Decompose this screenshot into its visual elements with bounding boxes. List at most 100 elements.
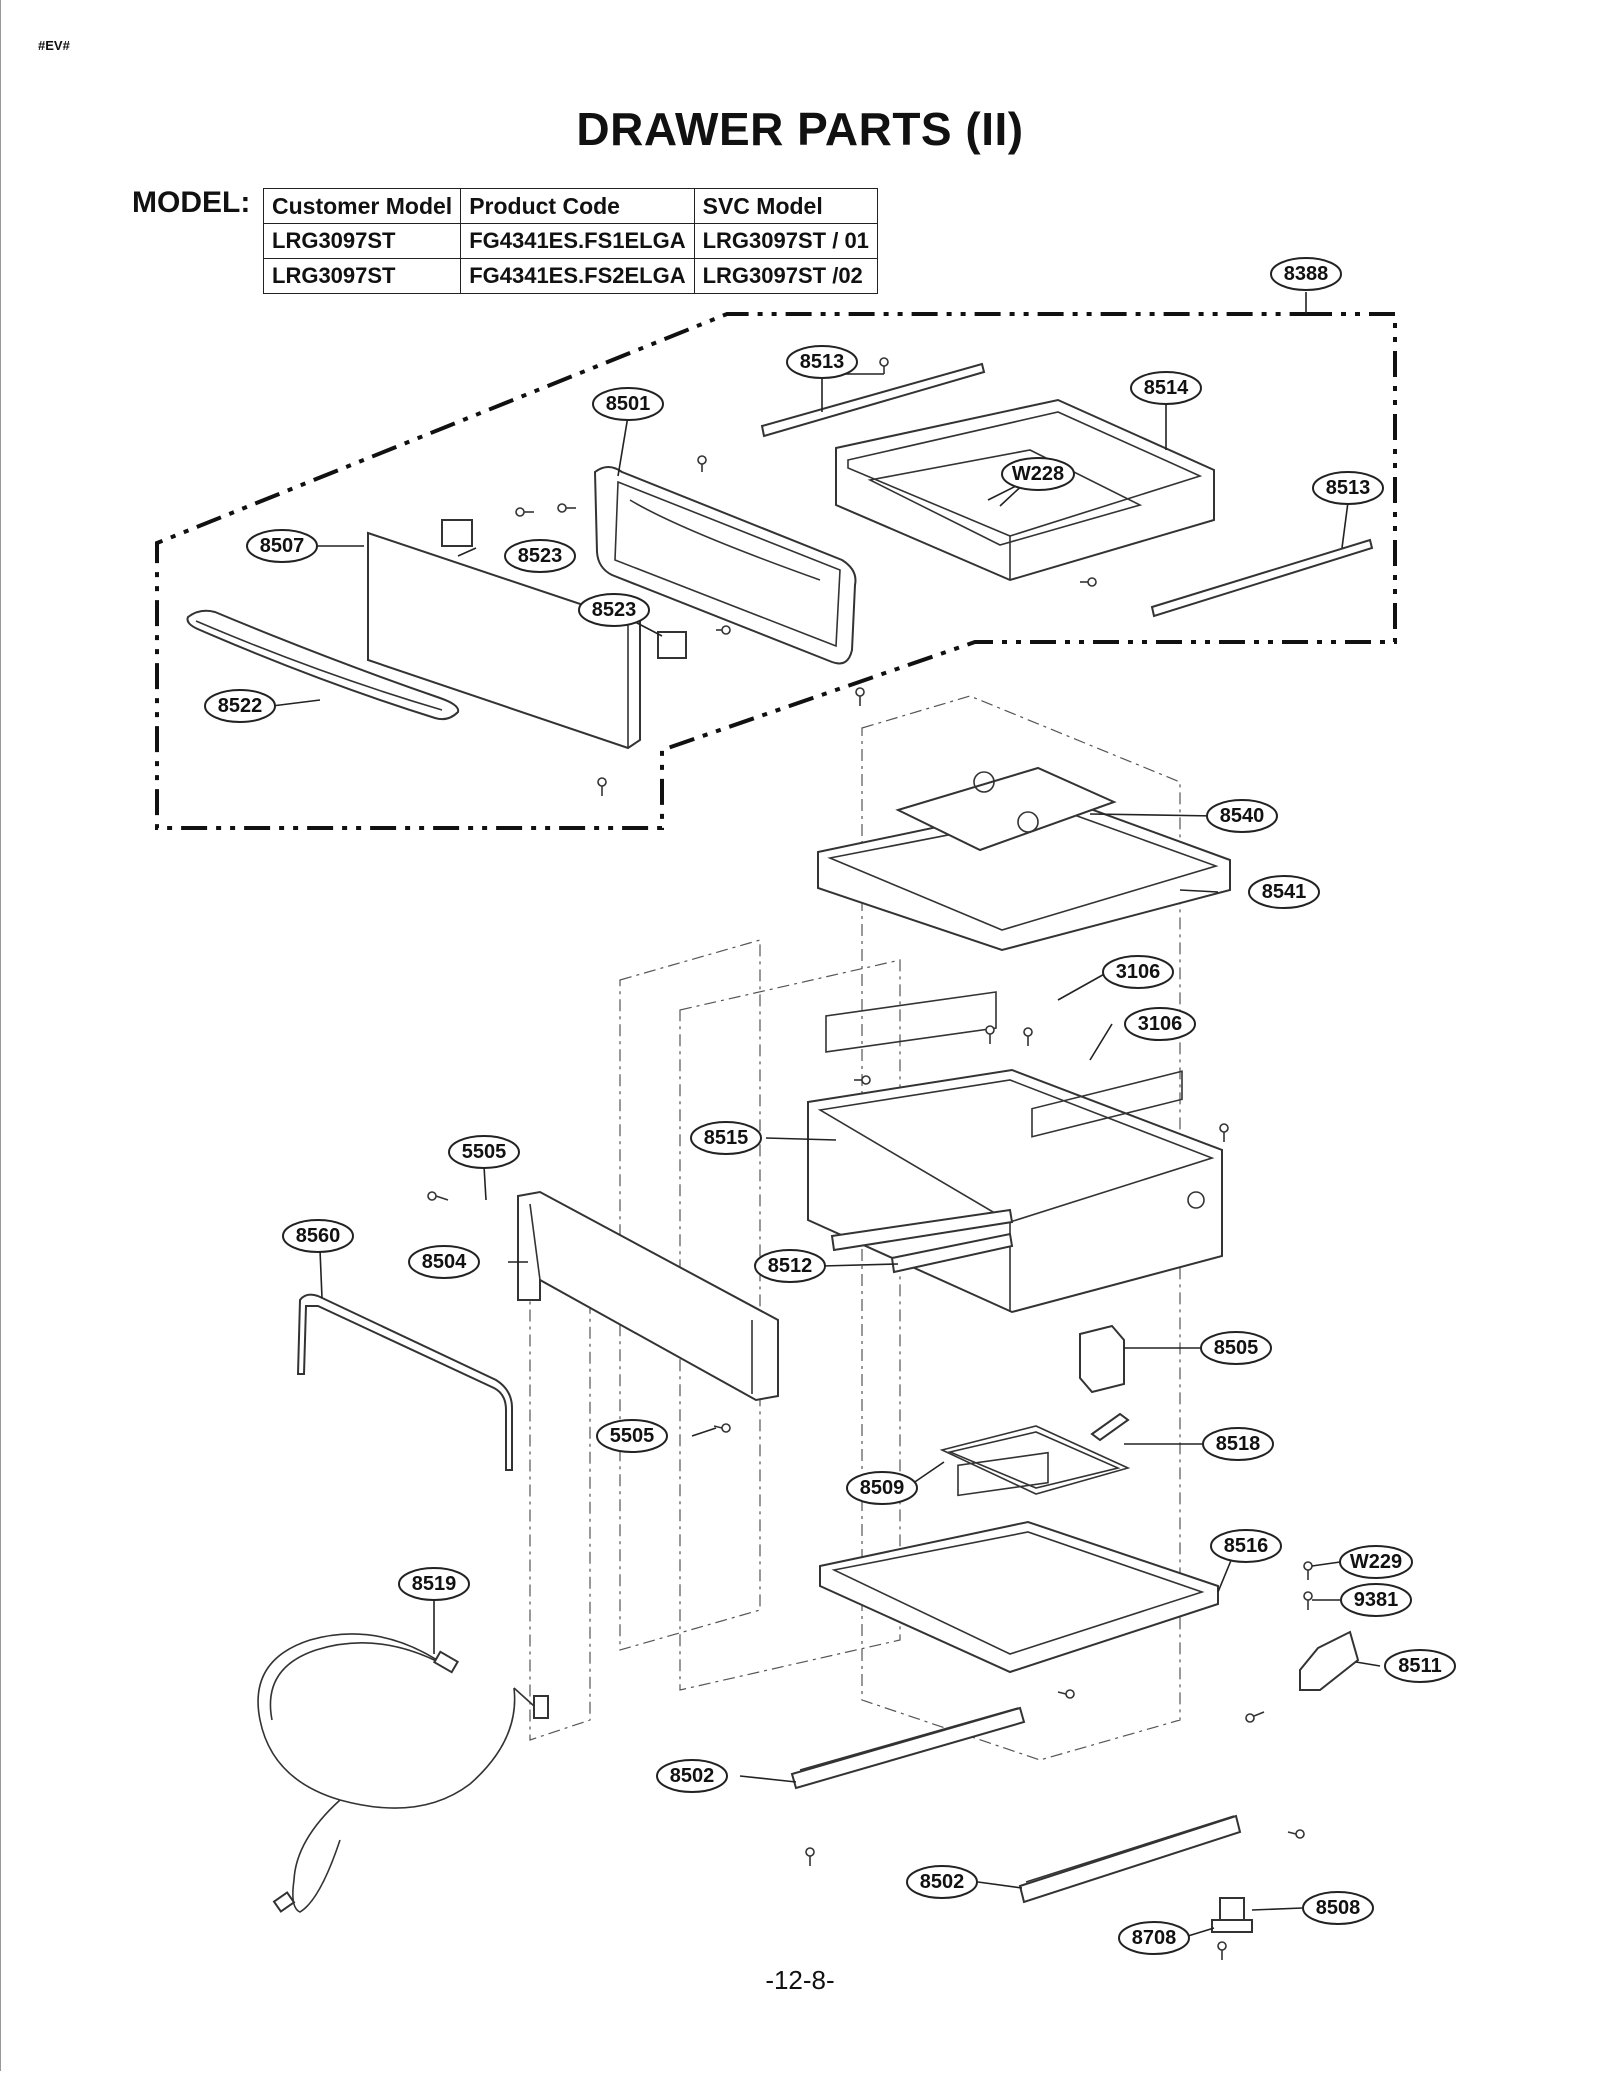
callout-label: 8540 [1220, 805, 1265, 827]
header-svc-model: SVC Model [693, 188, 878, 224]
page-title: DRAWER PARTS (II) [576, 103, 1024, 155]
screw-icon [1219, 1123, 1229, 1142]
callout-8541: 8541 [1248, 875, 1320, 909]
leveling-leg-part [1211, 1897, 1253, 1933]
callout-8540: 8540 [1206, 799, 1278, 833]
callout-label: 9381 [1354, 1589, 1399, 1611]
callout-label: 8502 [920, 1871, 965, 1893]
screw-icon [1023, 1027, 1033, 1046]
screw-icon [515, 507, 534, 517]
callout-8509: 8509 [846, 1471, 918, 1505]
model-table-row: LRG3097ST FG4341ES.FS2ELGA LRG3097ST /02 [262, 258, 878, 294]
screw-icon [805, 1847, 815, 1866]
screw-icon [1303, 1591, 1313, 1610]
model-table: Customer Model Product Code SVC Model LR… [262, 188, 878, 294]
callout-8560: 8560 [282, 1219, 354, 1253]
callout-9381: 9381 [1340, 1583, 1412, 1617]
callout-label: 5505 [462, 1141, 507, 1163]
housing-outline-part [861, 695, 1181, 1761]
callout-label: 8511 [1398, 1655, 1441, 1677]
page-number: -12-8- [765, 1965, 835, 1995]
callout-8515: 8515 [690, 1121, 762, 1155]
callout-label: 8514 [1144, 377, 1189, 399]
switch-part [1079, 1324, 1125, 1394]
callout-label: 8560 [296, 1225, 341, 1247]
callout-label: 8502 [670, 1765, 715, 1787]
callout-8511: 8511 [1384, 1649, 1456, 1683]
drawer-liner-part [593, 466, 857, 665]
callout-label: 3106 [1138, 1013, 1183, 1035]
callout-W228: W228 [1001, 457, 1075, 491]
callout-label: 5505 [610, 1425, 655, 1447]
callout-8519: 8519 [398, 1567, 470, 1601]
drawer-front-panel-part [367, 531, 641, 750]
drawer-housing-part [807, 991, 1223, 1314]
callout-8505: 8505 [1200, 1331, 1272, 1365]
callout-8507: 8507 [246, 529, 318, 563]
callout-5505: 5505 [448, 1135, 520, 1169]
slide-rail-left-part [790, 1706, 1026, 1790]
screw-icon [1217, 1941, 1227, 1960]
callout-label: 8708 [1132, 1927, 1177, 1949]
screw-icon [854, 1075, 871, 1085]
drawer-bracket-part [441, 519, 473, 547]
callout-W229: W229 [1339, 1545, 1413, 1579]
screw-icon [557, 503, 576, 513]
callout-8504: 8504 [408, 1245, 480, 1279]
screw-icon [1303, 1561, 1313, 1580]
callout-label: 3106 [1116, 961, 1161, 983]
housing-outline-part [679, 959, 901, 1691]
document-tag: #EV# [38, 38, 70, 53]
base-panel-part [819, 1451, 1219, 1674]
callout-8516: 8516 [1210, 1529, 1282, 1563]
callout-3106: 3106 [1124, 1007, 1196, 1041]
front-frame-part [517, 1190, 779, 1402]
header-product-code: Product Code [460, 188, 695, 224]
callout-8708: 8708 [1118, 1921, 1190, 1955]
callout-8512: 8512 [754, 1249, 826, 1283]
drawer-rail-right-part [1150, 538, 1374, 618]
screw-icon [1080, 577, 1097, 587]
cell-product-code: FG4341ES.FS1ELGA [460, 223, 695, 259]
callout-8388: 8388 [1270, 257, 1342, 291]
callout-8518: 8518 [1202, 1427, 1274, 1461]
callout-8522: 8522 [204, 689, 276, 723]
screw-icon [713, 1423, 731, 1433]
cell-svc-model: LRG3097ST / 01 [693, 223, 878, 259]
callout-label: W229 [1350, 1551, 1402, 1573]
drawer-rail-bracket-part [830, 1208, 1014, 1274]
leader-lines [271, 292, 1381, 1937]
model-label: MODEL: [132, 186, 251, 219]
cell-product-code: FG4341ES.FS2ELGA [460, 258, 695, 294]
callout-label: 8518 [1216, 1433, 1261, 1455]
wire-harness-part [257, 1633, 549, 1913]
callout-label: 8519 [412, 1573, 457, 1595]
screw-icon [427, 1191, 449, 1201]
corner-bracket-part [1299, 1630, 1360, 1691]
screw-icon [697, 455, 707, 472]
screw-icon [855, 687, 865, 706]
callout-label: 8512 [768, 1255, 813, 1277]
cell-svc-model: LRG3097ST /02 [693, 258, 878, 294]
callout-label: 8508 [1316, 1897, 1361, 1919]
drawer-bracket-part [657, 631, 687, 659]
callout-label: 8504 [422, 1251, 467, 1273]
model-table-header-row: Customer Model Product Code SVC Model [262, 188, 878, 224]
drawer-rail-left-part [760, 362, 986, 438]
callout-3106: 3106 [1102, 955, 1174, 989]
callout-8514: 8514 [1130, 371, 1202, 405]
callout-8523: 8523 [578, 593, 650, 627]
screw-icon [985, 1025, 995, 1044]
cell-customer-model: LRG3097ST [262, 223, 462, 259]
drawer-body-part [835, 398, 1215, 582]
callout-label: 8522 [218, 695, 263, 717]
callout-5505: 5505 [596, 1419, 668, 1453]
screw-icon [716, 625, 731, 635]
callout-8513: 8513 [1312, 471, 1384, 505]
drawer-assembly-boundary [155, 312, 1397, 830]
callout-label: 8513 [1326, 477, 1371, 499]
callout-label: W228 [1012, 463, 1064, 485]
callout-label: 8513 [800, 351, 845, 373]
callout-label: 8505 [1214, 1337, 1259, 1359]
